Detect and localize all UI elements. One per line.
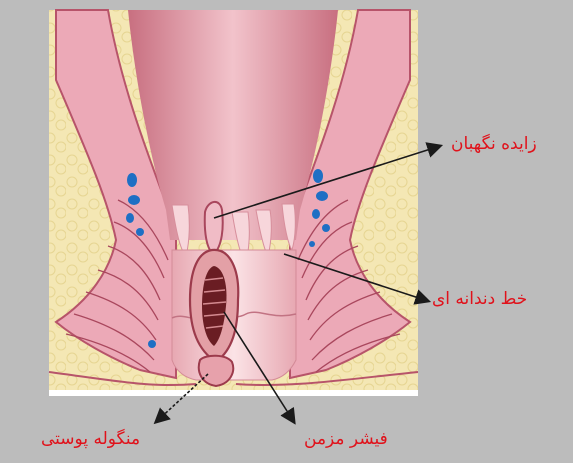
sentinel-papilla [205, 202, 223, 254]
label-anal-fissure: فیشر مزمن [304, 431, 388, 448]
skin-tag [199, 356, 233, 386]
label-dentate-line: خط دندانه ای [432, 291, 527, 308]
label-skin-tag: منگوله پوستی [41, 431, 140, 448]
label-sentinel-papilla: زایده نگهبان [451, 136, 537, 153]
